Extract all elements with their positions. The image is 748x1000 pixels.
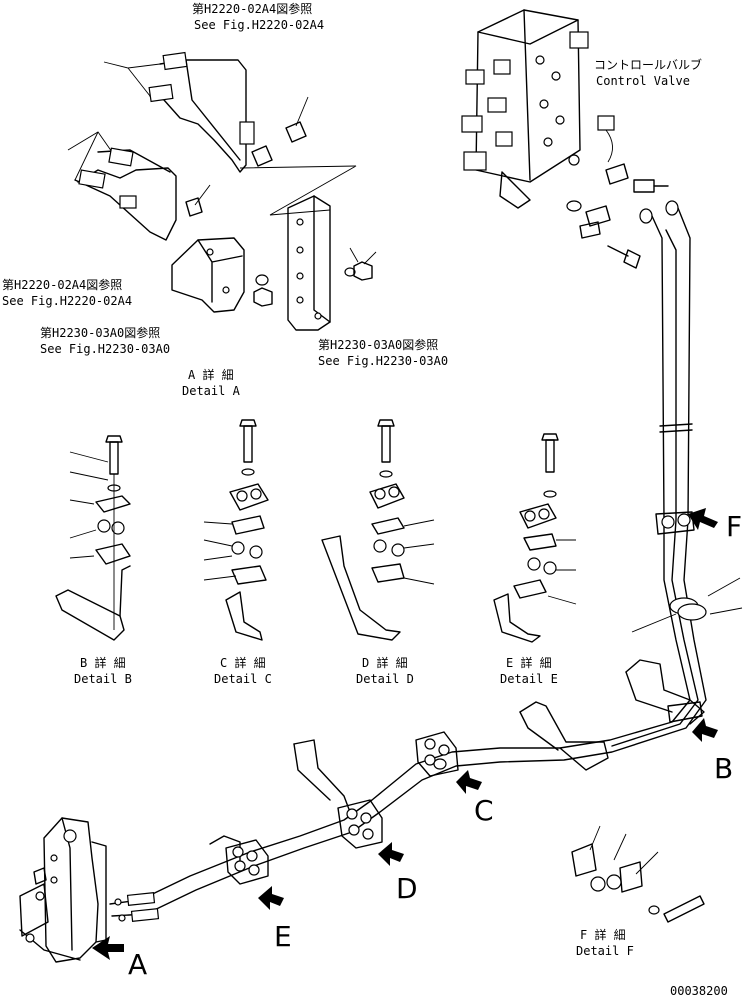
detail-d-label-jp: D 詳 細	[362, 656, 408, 670]
detail-a-label-en: Detail A	[182, 384, 240, 398]
detail-b-label-jp: B 詳 細	[80, 656, 126, 670]
detail-a-label-jp: A 詳 細	[188, 368, 234, 382]
detail-b-label-en: Detail B	[74, 672, 132, 686]
detail-e-assembly	[493, 433, 577, 643]
fig-ref-bracket-right-jp: 第H2230-03A0図参照	[318, 338, 439, 352]
detail-b-assembly	[55, 435, 131, 641]
fig-ref-bracket-left-jp: 第H2230-03A0図参照	[40, 326, 161, 340]
control-valve-label-jp: コントロールバルブ	[594, 58, 703, 72]
bracket-a	[19, 817, 107, 963]
detail-d-assembly	[321, 419, 435, 641]
detail-e-label-jp: E 詳 細	[506, 656, 552, 670]
view-letter-e: E	[274, 920, 292, 953]
fig-ref-top-jp: 第H2220-02A4図参照	[192, 2, 313, 16]
detail-f-assembly	[571, 825, 705, 923]
fig-ref-top-en: See Fig.H2220-02A4	[194, 18, 325, 32]
detail-c-assembly	[203, 419, 269, 641]
detail-c-label-en: Detail C	[214, 672, 272, 686]
view-letter-d: D	[396, 872, 418, 905]
view-letter-f: F	[726, 510, 743, 543]
view-letter-c: C	[474, 794, 494, 827]
view-arrows	[92, 508, 718, 960]
fig-ref-bracket-left-en: See Fig.H2230-03A0	[40, 342, 171, 356]
valve-fittings	[566, 163, 679, 269]
control-valve	[461, 9, 615, 209]
detail-a-assembly	[67, 51, 377, 331]
view-letter-b: B	[714, 752, 734, 785]
detail-f-label-en: Detail F	[576, 944, 634, 958]
detail-e-label-en: Detail E	[500, 672, 558, 686]
fig-ref-bracket-right-en: See Fig.H2230-03A0	[318, 354, 449, 368]
control-valve-label-en: Control Valve	[596, 74, 690, 88]
detail-f-label-jp: F 詳 細	[580, 928, 626, 942]
view-letter-a: A	[128, 948, 148, 981]
drawing-number: 00038200	[670, 984, 728, 998]
hose-route	[109, 207, 743, 922]
detail-c-label-jp: C 詳 細	[220, 656, 266, 670]
detail-d-label-en: Detail D	[356, 672, 414, 686]
fig-ref-mid-jp: 第H2220-02A4図参照	[2, 278, 123, 292]
fig-ref-mid-en: See Fig.H2220-02A4	[2, 294, 133, 308]
